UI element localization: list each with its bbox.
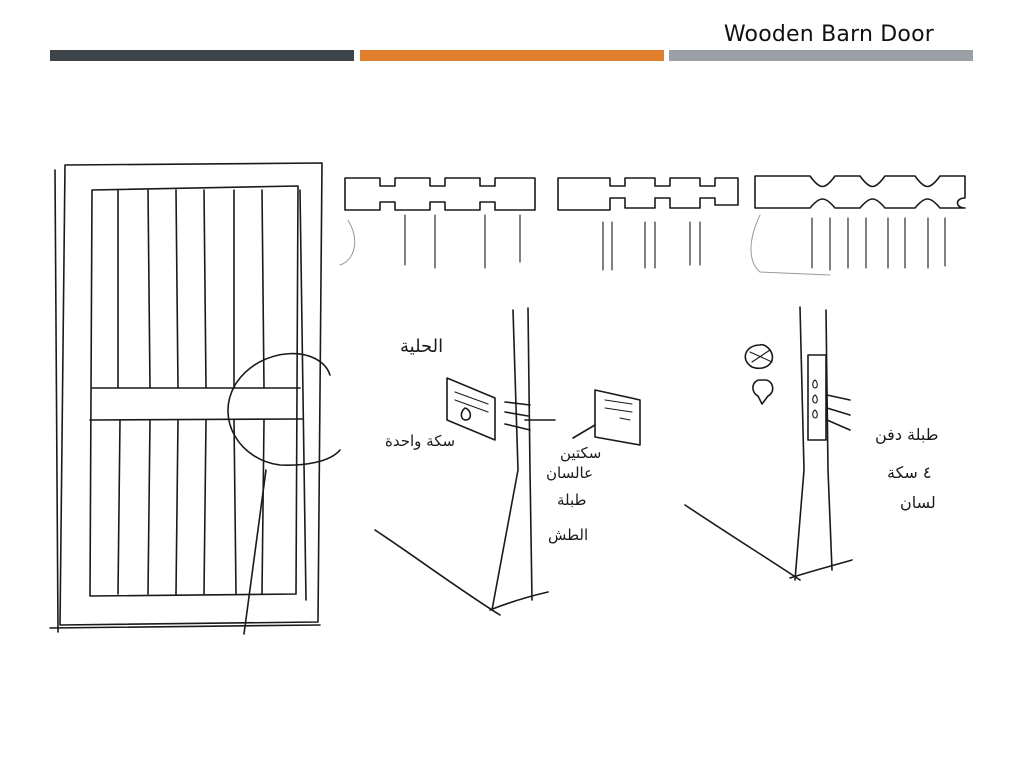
lock-detail-mortise bbox=[684, 306, 853, 581]
header-bar-gray bbox=[669, 50, 973, 61]
header-bar-dark bbox=[50, 50, 354, 61]
label-text-4: طبلة bbox=[557, 491, 586, 509]
header-bar-orange bbox=[360, 50, 664, 61]
label-text-2: سكتين bbox=[560, 444, 601, 462]
lock-detail-surface bbox=[374, 307, 641, 616]
joint-detail-1 bbox=[339, 177, 536, 269]
label-text-3: عالسان bbox=[546, 464, 593, 482]
door-front-view bbox=[49, 162, 341, 635]
label-text-5: الطش bbox=[548, 526, 588, 544]
label-text-8: لسان bbox=[900, 493, 936, 512]
label-text-7: ٤ سكة bbox=[887, 463, 932, 482]
joint-detail-3 bbox=[750, 175, 966, 276]
slide-title: Wooden Barn Door bbox=[723, 22, 934, 47]
label-text-6: طبلة دفن bbox=[875, 425, 938, 445]
label-text-1: سكة واحدة bbox=[385, 432, 455, 450]
label-text-0: الحلية bbox=[400, 336, 443, 357]
joint-detail-2 bbox=[557, 177, 739, 271]
